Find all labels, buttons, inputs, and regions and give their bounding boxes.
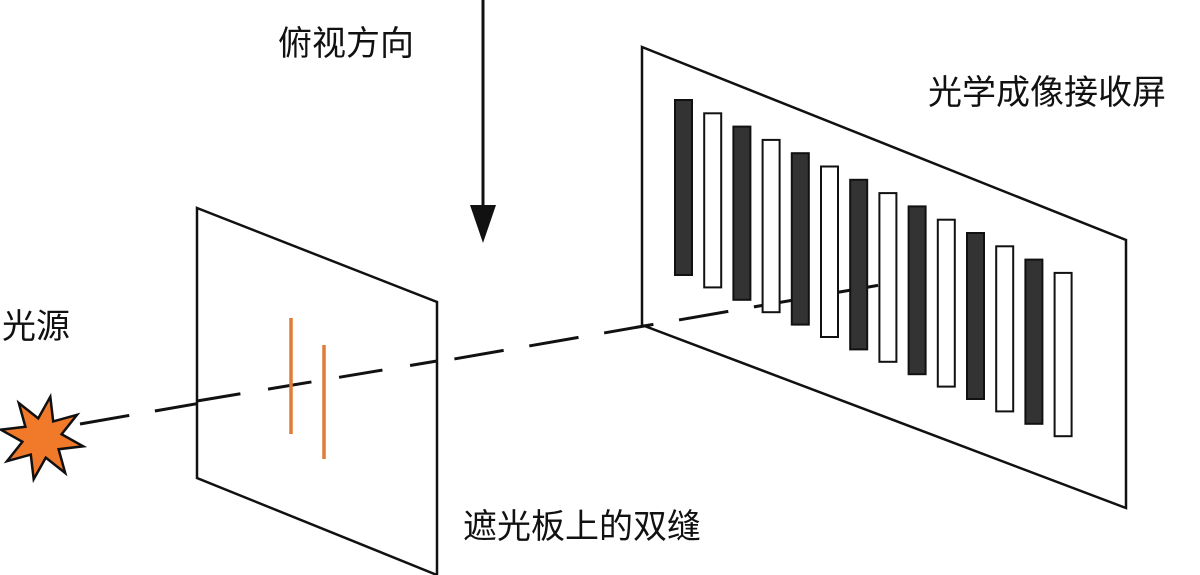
bright-fringe: [820, 165, 839, 338]
view-direction-arrowhead: [470, 205, 496, 243]
light-source-star-icon: [0, 392, 88, 484]
receiving-screen: [640, 45, 1128, 510]
barrier-slits-label: 遮光板上的双缝: [463, 507, 701, 547]
dark-fringe: [907, 205, 927, 376]
light-path-through-plate: [196, 359, 438, 403]
view-direction-label: 俯视方向: [278, 24, 414, 64]
bright-fringe: [936, 218, 956, 388]
bright-fringe: [878, 192, 898, 363]
bright-fringe: [761, 138, 781, 314]
dark-fringe: [966, 232, 985, 400]
screen-label: 光学成像接收屏: [928, 73, 1166, 113]
dark-fringe: [732, 125, 752, 301]
light-path-dashed: [79, 283, 881, 426]
barrier-plate: [195, 206, 439, 575]
dark-fringe: [674, 99, 693, 276]
interference-fringes: [674, 99, 1073, 438]
dark-fringe: [1024, 258, 1044, 425]
bright-fringe: [995, 245, 1015, 413]
bright-fringe: [1053, 271, 1073, 438]
dark-fringe: [849, 178, 869, 351]
dark-fringe: [790, 152, 810, 326]
light-source-label: 光源: [2, 307, 70, 347]
bright-fringe: [703, 112, 723, 289]
